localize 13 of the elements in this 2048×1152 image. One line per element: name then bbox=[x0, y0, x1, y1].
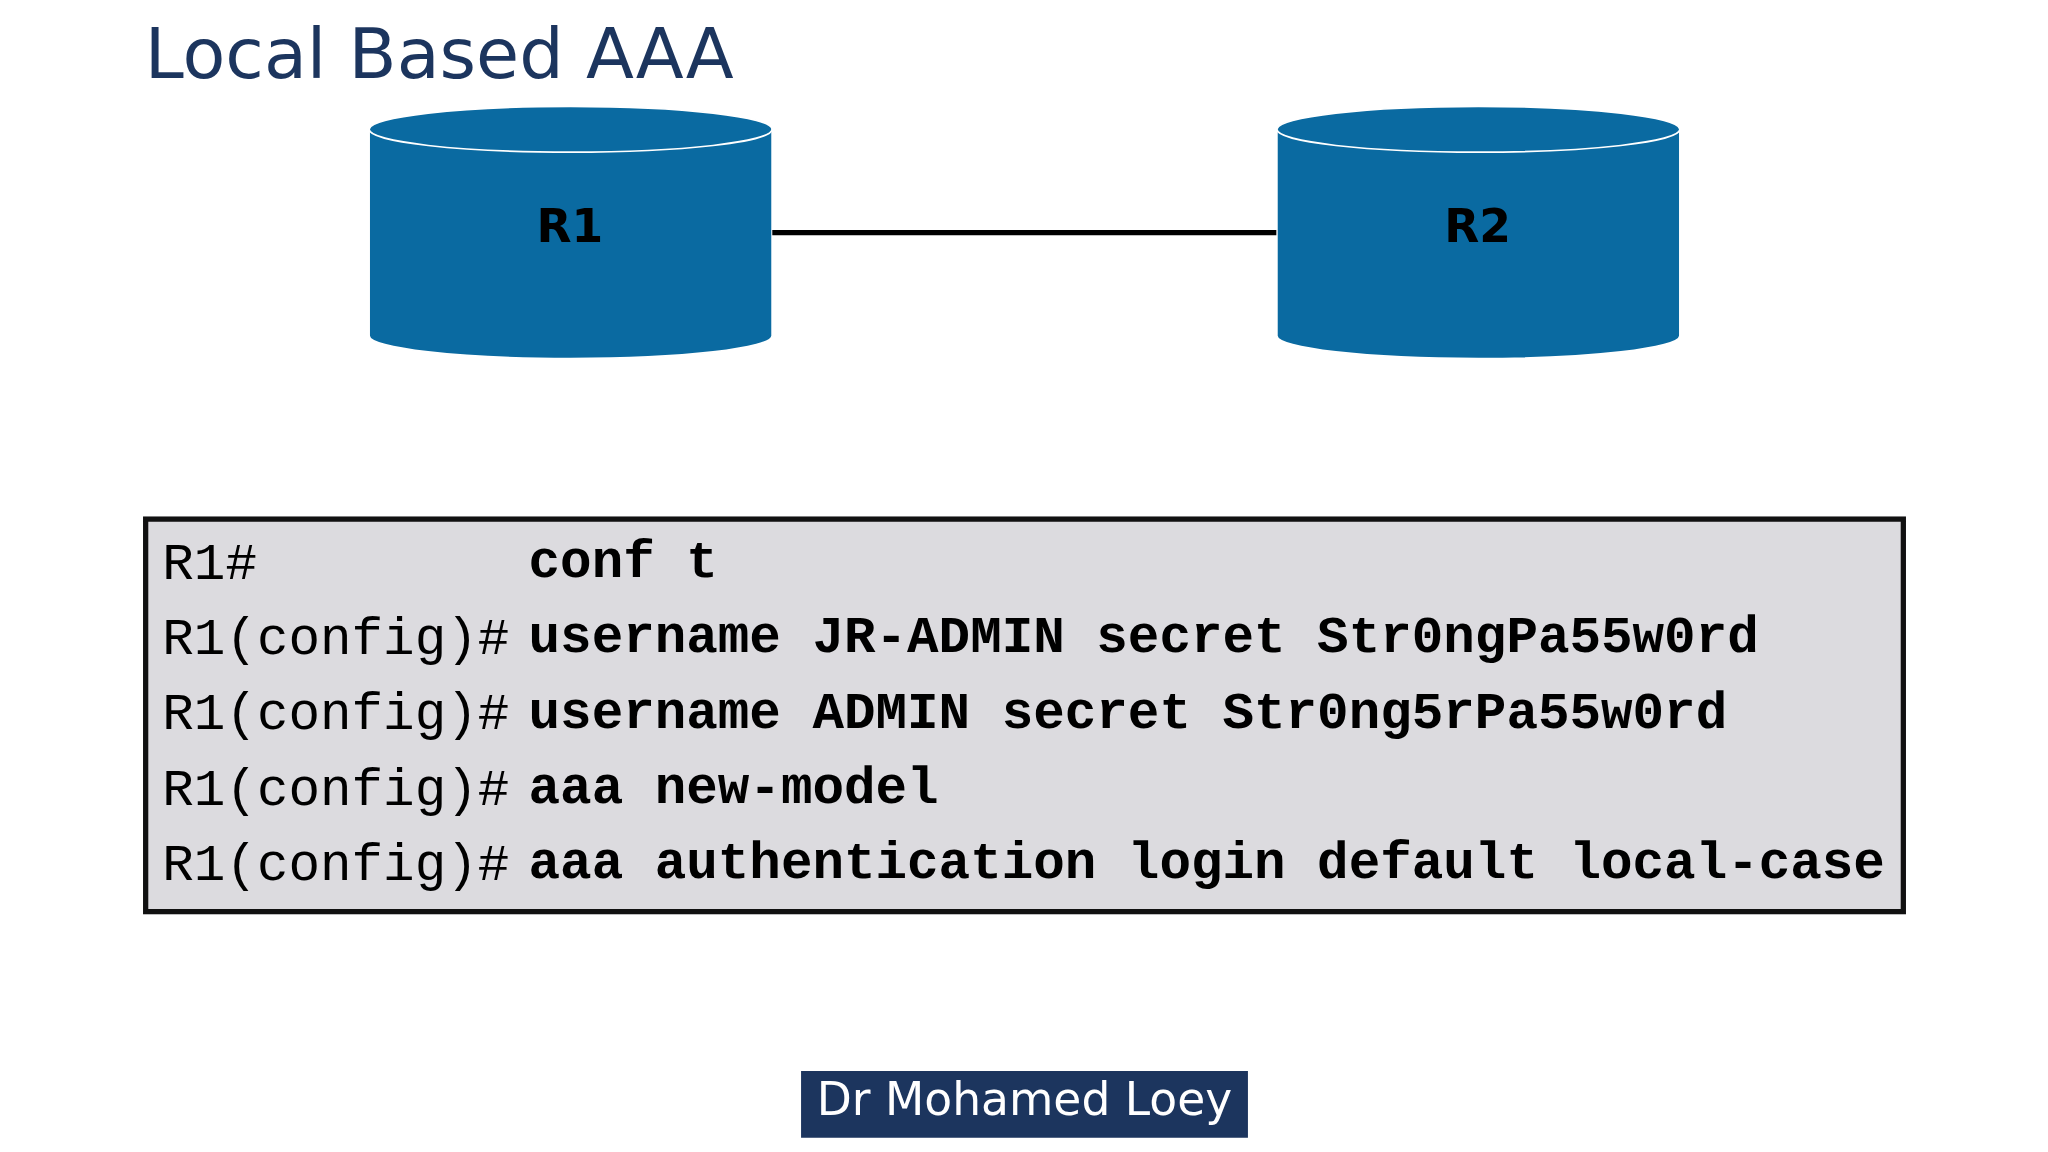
label: username JR-ADMIN secret Str0ngPa55w0rd bbox=[528, 608, 1759, 669]
diagram-title: Local Based AAA bbox=[144, 13, 734, 96]
label: username ADMIN secret Str0ng5rPa55w0rd bbox=[528, 683, 1727, 744]
label: R1# bbox=[161, 534, 257, 595]
label: aaa new-model bbox=[528, 758, 939, 819]
label: Dr Mohamed Loey bbox=[816, 1073, 1232, 1127]
label: R1(config)# bbox=[161, 760, 509, 821]
label: R1(config)# bbox=[161, 836, 509, 897]
label: aaa authentication login default local-case bbox=[528, 834, 1885, 895]
label: conf t bbox=[528, 532, 718, 593]
connector bbox=[771, 229, 1276, 236]
label: R1(config)# bbox=[161, 685, 509, 746]
label: R1(config)# bbox=[161, 609, 509, 670]
